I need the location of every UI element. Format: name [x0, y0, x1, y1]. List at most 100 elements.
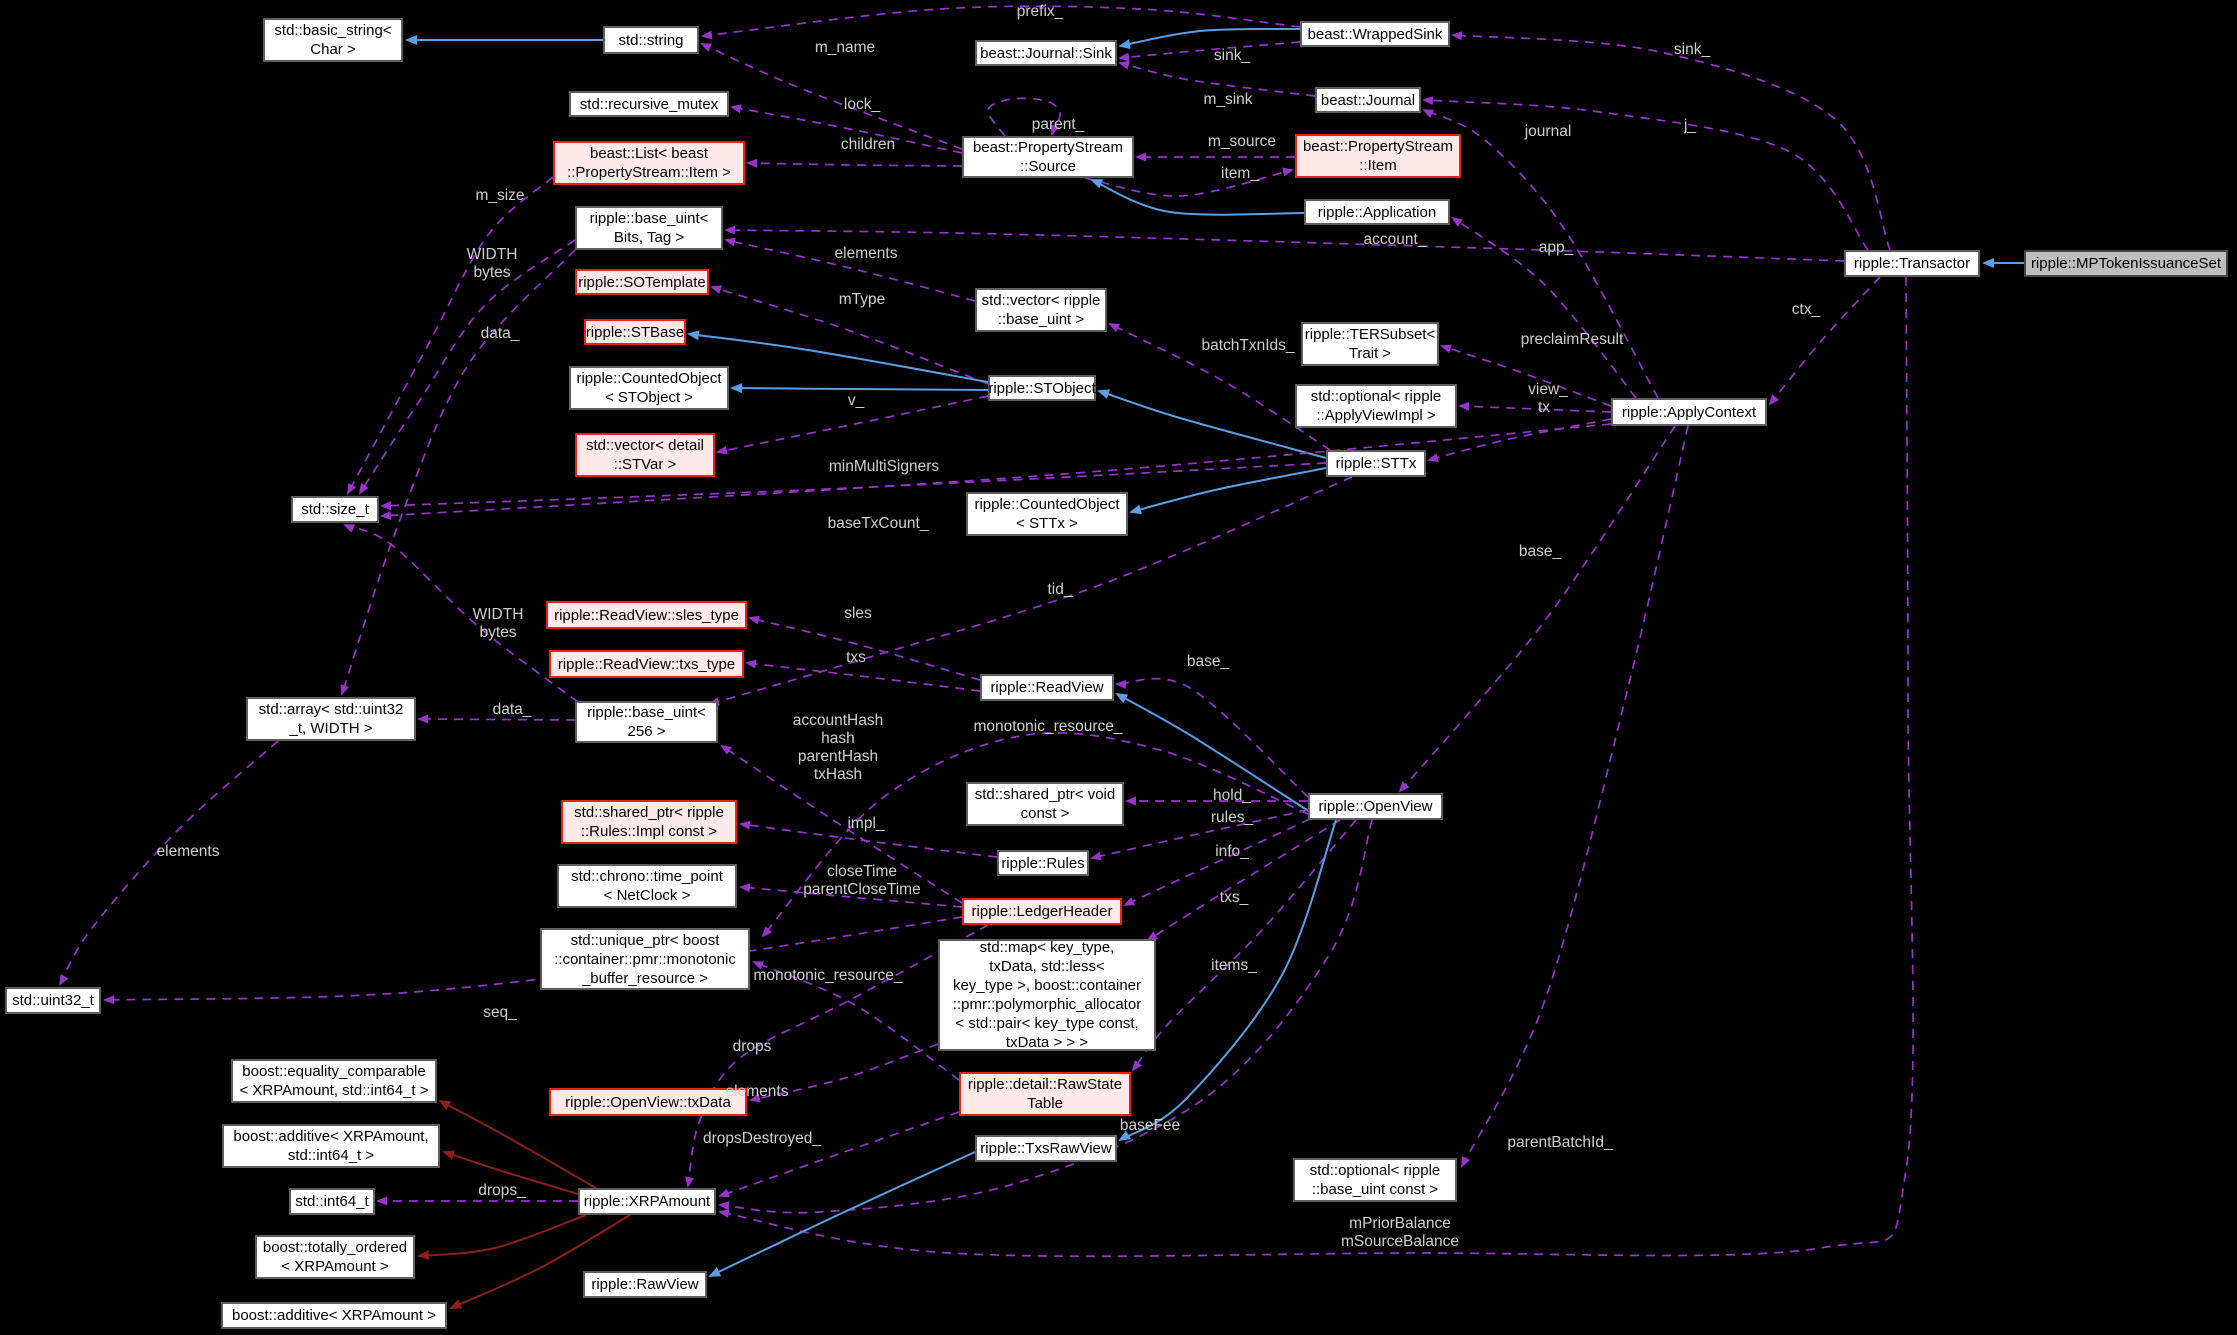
- node-ps_item[interactable]: beast::PropertyStream::Item: [1295, 134, 1461, 178]
- node-basic_string_char[interactable]: std::basic_string<Char >: [263, 18, 403, 62]
- node-label: ripple::TxsRawView: [980, 1140, 1112, 1157]
- node-applycontext[interactable]: ripple::ApplyContext: [1611, 398, 1767, 426]
- node-totally_ordered[interactable]: boost::totally_ordered< XRPAmount >: [255, 1235, 415, 1279]
- node-time_point_netclock[interactable]: std::chrono::time_point< NetClock >: [557, 864, 737, 908]
- node-rules[interactable]: ripple::Rules: [997, 850, 1089, 876]
- edge-label-view_: view_: [1528, 381, 1568, 398]
- edge-openview-rules: [1090, 809, 1309, 861]
- node-base_uint_bits[interactable]: ripple::base_uint<Bits, Tag >: [575, 206, 723, 250]
- edge-applycontext-sttx: [1427, 418, 1612, 463]
- node-wrapped_sink[interactable]: beast::WrappedSink: [1300, 21, 1450, 47]
- edge-label-parent_: parent_: [1031, 116, 1085, 133]
- node-label: ::PropertyStream::Item >: [567, 164, 731, 181]
- edge-sttx-stobject: [1097, 389, 1327, 459]
- edge-label-tx: tx: [1537, 399, 1551, 416]
- node-label: std::size_t: [301, 501, 369, 518]
- node-label: ripple::STTx: [1335, 455, 1417, 472]
- edge-label-txs: txs: [846, 649, 866, 666]
- node-counted_sttx[interactable]: ripple::CountedObject< STTx >: [966, 492, 1128, 536]
- node-vector_stvar[interactable]: std::vector< detail::STVar >: [575, 433, 715, 477]
- node-additive_int64[interactable]: boost::additive< XRPAmount,std::int64_t …: [222, 1124, 440, 1168]
- node-sotemplate[interactable]: ripple::SOTemplate: [575, 269, 709, 295]
- node-label: < std::pair< key_type const,: [955, 1015, 1139, 1032]
- node-xrpamount[interactable]: ripple::XRPAmount: [578, 1188, 716, 1215]
- edge-label-drops: drops: [732, 1038, 772, 1055]
- edge-label-sink_: sink_: [1213, 47, 1251, 64]
- node-label: std::vector< detail: [586, 437, 704, 454]
- node-label: ripple::TERSubset<: [1304, 326, 1436, 343]
- node-map_txdata[interactable]: std::map< key_type,txData, std::less<key…: [938, 939, 1156, 1051]
- edge-sttx-base_uint_256: [708, 476, 1353, 706]
- node-label: ::base_uint const >: [1311, 1181, 1439, 1198]
- node-txsrawview[interactable]: ripple::TxsRawView: [975, 1135, 1117, 1162]
- node-counted_stobject[interactable]: ripple::CountedObject< STObject >: [569, 366, 729, 410]
- edge-wrapped_sink-journal_sink: [1118, 28, 1301, 50]
- node-rawview[interactable]: ripple::RawView: [583, 1271, 707, 1298]
- node-ledgerheader[interactable]: ripple::LedgerHeader: [962, 898, 1122, 925]
- node-ps_source[interactable]: beast::PropertyStream::Source: [962, 136, 1134, 178]
- edge-label-info_: info_: [1215, 843, 1249, 860]
- node-transactor[interactable]: ripple::Transactor: [1844, 250, 1980, 277]
- node-label: beast::Journal::Sink: [980, 44, 1112, 62]
- node-int64_t[interactable]: std::int64_t: [289, 1188, 375, 1215]
- node-stbase[interactable]: ripple::STBase: [584, 319, 686, 345]
- node-label: std::vector< ripple: [981, 292, 1101, 309]
- node-uint32_t[interactable]: std::uint32_t: [5, 987, 101, 1014]
- node-label: ripple::MPTokenIssuanceSet: [2030, 255, 2222, 272]
- node-label: ripple::OpenView: [1318, 798, 1433, 815]
- node-unique_ptr_mono[interactable]: std::unique_ptr< boost::container::pmr::…: [540, 928, 750, 990]
- node-array_uint32[interactable]: std::array< std::uint32_t, WIDTH >: [246, 697, 416, 741]
- edge-label-WIDTH: WIDTH bytes: [472, 606, 524, 641]
- node-openview[interactable]: ripple::OpenView: [1308, 793, 1443, 820]
- node-label: key_type >, boost::container: [952, 977, 1142, 994]
- node-label: ::ApplyViewImpl >: [1316, 407, 1436, 424]
- edge-label-items_: items_: [1211, 957, 1257, 974]
- node-sp_rules_impl[interactable]: std::shared_ptr< ripple::Rules::Impl con…: [561, 800, 737, 844]
- node-label: ripple::base_uint<: [589, 210, 709, 227]
- node-mptokenissuanceset[interactable]: ripple::MPTokenIssuanceSet: [2024, 250, 2228, 277]
- node-label: boost::totally_ordered: [262, 1239, 408, 1256]
- node-std_string[interactable]: std::string: [603, 26, 699, 54]
- node-label: std::chrono::time_point: [571, 868, 723, 885]
- node-label: beast::PropertyStream: [1302, 138, 1454, 155]
- node-label: Char >: [310, 41, 356, 58]
- node-stobject[interactable]: ripple::STObject: [988, 375, 1096, 401]
- node-sles_type[interactable]: ripple::ReadView::sles_type: [546, 601, 747, 629]
- node-tersubset[interactable]: ripple::TERSubset<Trait >: [1301, 322, 1439, 366]
- edge-label-parentBatchId_: parentBatchId_: [1507, 1134, 1613, 1151]
- node-journal_sink[interactable]: beast::Journal::Sink: [975, 40, 1117, 66]
- node-beast_journal[interactable]: beast::Journal: [1315, 87, 1421, 113]
- node-base_uint_256[interactable]: ripple::base_uint<256 >: [575, 701, 718, 743]
- node-additive_xrp[interactable]: boost::additive< XRPAmount >: [221, 1302, 447, 1329]
- node-txs_type[interactable]: ripple::ReadView::txs_type: [549, 650, 744, 678]
- edge-label-m_sink: m_sink: [1203, 91, 1253, 108]
- edge-label-mPriorBalance: mPriorBalance mSourceBalance: [1340, 1215, 1460, 1250]
- edge-label-data_: data_: [492, 701, 532, 718]
- node-recursive_mutex[interactable]: std::recursive_mutex: [569, 91, 729, 117]
- edge-label-elements: elements: [834, 245, 898, 262]
- node-label: _buffer_resource >: [581, 969, 709, 987]
- node-vector_base_uint[interactable]: std::vector< ripple::base_uint >: [975, 288, 1107, 332]
- node-sttx[interactable]: ripple::STTx: [1326, 450, 1426, 477]
- edge-label-hold_: hold_: [1213, 787, 1251, 804]
- node-optional_base_uint[interactable]: std::optional< ripple::base_uint const >: [1293, 1158, 1457, 1202]
- edge-applycontext-optional_applyviewimpl: [1458, 401, 1612, 413]
- edge-xrpamount-eq_comparable: [438, 1100, 597, 1189]
- node-readview[interactable]: ripple::ReadView: [980, 674, 1114, 701]
- node-label: std::int64_t: [295, 1193, 369, 1210]
- node-eq_comparable[interactable]: boost::equality_comparable< XRPAmount, s…: [231, 1059, 437, 1103]
- node-label: ripple::Rules: [1001, 854, 1085, 872]
- node-ov_txdata[interactable]: ripple::OpenView::txData: [549, 1088, 747, 1116]
- node-size_t[interactable]: std::size_t: [291, 496, 379, 523]
- edge-sttx-counted_sttx: [1129, 467, 1327, 515]
- edge-label-preclaimResult: preclaimResult: [1520, 331, 1624, 348]
- node-label: const >: [1020, 805, 1070, 822]
- node-optional_applyviewimpl[interactable]: std::optional< ripple::ApplyViewImpl >: [1295, 384, 1457, 428]
- node-application[interactable]: ripple::Application: [1304, 199, 1450, 225]
- node-label: boost::additive< XRPAmount >: [231, 1307, 436, 1324]
- node-beast_list[interactable]: beast::List< beast::PropertyStream::Item…: [553, 141, 745, 185]
- edge-transactor-wrapped_sink: [1451, 31, 1891, 251]
